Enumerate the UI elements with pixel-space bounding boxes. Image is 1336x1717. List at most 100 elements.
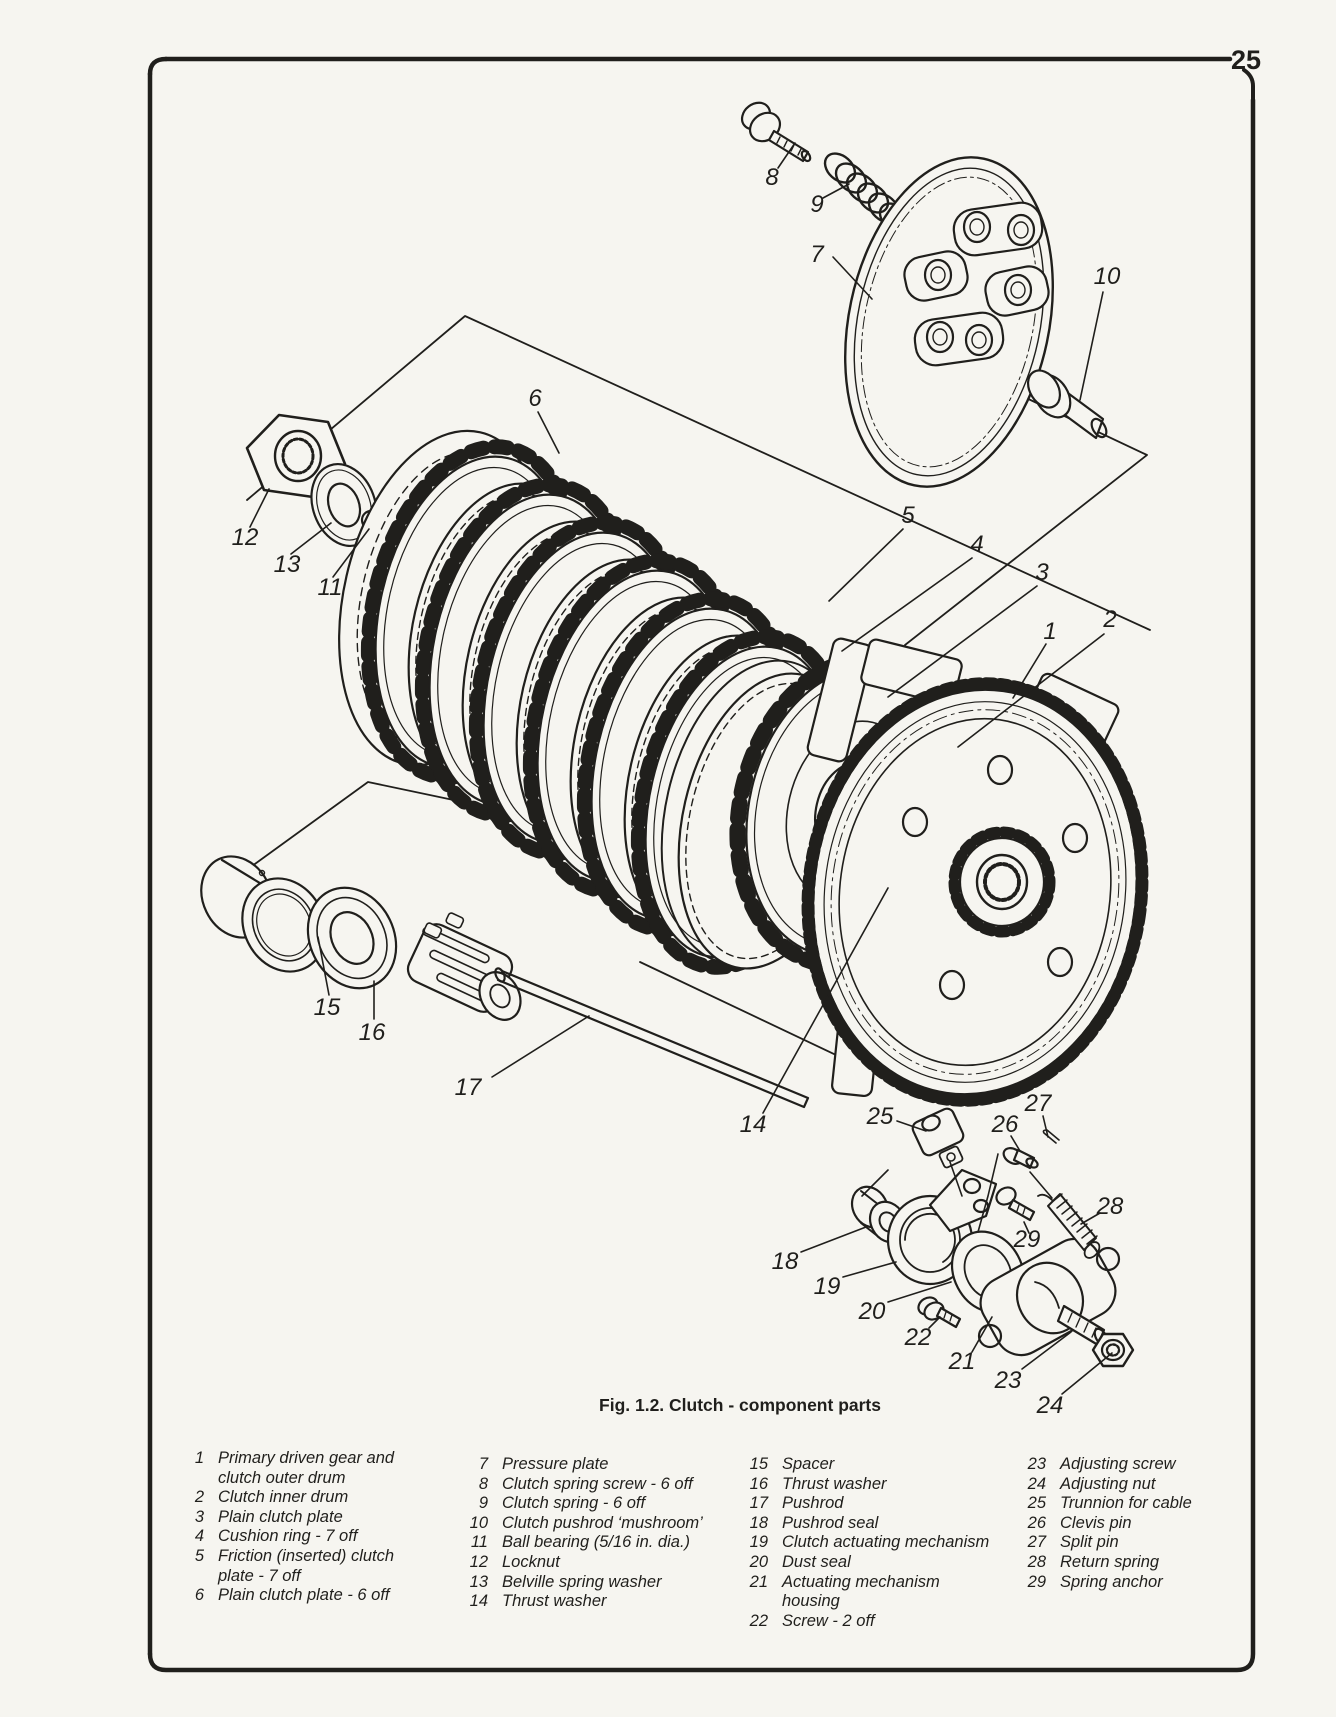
actuating-housing [977, 1237, 1121, 1357]
callout-8: 8 [765, 164, 779, 191]
legend-item-1: 1 Primary driven gear and clutch outer dr… [162, 1449, 437, 1488]
thrust-washer-16 [306, 886, 398, 990]
callout-28: 28 [1096, 1193, 1124, 1220]
legend-item-number: 27 [1027, 1533, 1046, 1552]
callout-14: 14 [739, 1111, 767, 1138]
callout-25: 25 [866, 1103, 894, 1130]
callout-21: 21 [948, 1348, 976, 1375]
legend-item-number: 2 [194, 1488, 204, 1507]
legend-item-label: Clutch inner drum [218, 1488, 349, 1507]
callout-29: 29 [1013, 1226, 1041, 1253]
legend-item-number: 26 [1027, 1513, 1046, 1532]
callout-19: 19 [813, 1273, 841, 1300]
legend-item-number: 12 [469, 1552, 488, 1571]
callout-11: 11 [317, 574, 343, 601]
legend-item-label: Spacer [782, 1455, 835, 1473]
return-spring [1037, 1193, 1101, 1259]
callout-13: 13 [273, 551, 301, 578]
legend-item-number: 19 [749, 1533, 768, 1552]
page-number: 25 [1231, 45, 1262, 75]
callout-12: 12 [231, 524, 259, 551]
legend-item-number: 23 [1027, 1455, 1046, 1473]
legend-item-12: 12 Locknut [446, 1553, 726, 1573]
legend-item-label: Thrust washer [782, 1474, 887, 1493]
legend-item-label: Pushrod seal [782, 1513, 879, 1532]
legend-item-number: 1 [194, 1449, 204, 1467]
legend-item-4: 4 Cushion ring - 7 off [162, 1527, 437, 1547]
splined-coupler [406, 912, 522, 1021]
legend-item-label: Plain clutch plate - 6 off [218, 1586, 390, 1605]
legend-item-number: 22 [749, 1611, 768, 1630]
legend-item-label: Primary driven gear and clutch outer dru… [218, 1449, 395, 1487]
legend-item-29: 29 Spring anchor [1004, 1573, 1264, 1593]
adjusting-screw [1056, 1304, 1109, 1347]
legend-item-number: 14 [469, 1592, 488, 1611]
legend-item-3: 3 Plain clutch plate [162, 1508, 437, 1528]
screw-22 [917, 1296, 962, 1329]
legend-item-label: Plain clutch plate [218, 1507, 343, 1526]
callout-7: 7 [810, 241, 824, 268]
legend-item-label: Spring anchor [1060, 1572, 1163, 1591]
legend-item-number: 4 [194, 1527, 204, 1546]
legend-item-16: 16 Thrust washer [726, 1475, 1006, 1495]
callout-3: 3 [1035, 559, 1049, 586]
callout-2: 2 [1103, 606, 1117, 633]
legend-item-number: 7 [478, 1455, 488, 1473]
legend-item-number: 16 [749, 1474, 768, 1493]
legend-item-11: 11 Ball bearing (5/16 in. dia.) [446, 1533, 726, 1553]
primary-driven-gear [801, 677, 1149, 1107]
callout-10: 10 [1093, 263, 1121, 290]
legend-item-label: Return spring [1060, 1552, 1160, 1571]
legend-item-label: Adjusting screw [1060, 1455, 1176, 1473]
legend-item-23: 23 Adjusting screw [1004, 1455, 1264, 1475]
legend-item-number: 29 [1027, 1572, 1046, 1591]
legend-item-number: 10 [469, 1513, 488, 1532]
callout-27: 27 [1024, 1090, 1052, 1117]
legend-item-number: 8 [478, 1474, 488, 1493]
legend-item-number: 21 [749, 1572, 768, 1591]
callout-4: 4 [970, 531, 984, 558]
legend-item-label: Clutch spring screw - 6 off [502, 1474, 693, 1493]
legend-item-label: Cushion ring - 7 off [218, 1527, 358, 1546]
callout-6: 6 [528, 385, 542, 412]
clevis-pin [1002, 1147, 1039, 1170]
legend-item-label: Adjusting nut [1060, 1474, 1156, 1493]
callout-24: 24 [1036, 1392, 1064, 1419]
callout-17: 17 [454, 1074, 482, 1101]
callout-18: 18 [771, 1248, 799, 1275]
spring-anchor [995, 1186, 1036, 1222]
figure-caption: Fig. 1.2. Clutch - component parts [599, 1395, 881, 1415]
legend-item-label: Clutch spring - 6 off [502, 1494, 646, 1513]
legend-item-label: Thrust washer [502, 1592, 607, 1611]
legend-item-number: 3 [194, 1507, 204, 1526]
legend-item-number: 13 [469, 1572, 488, 1591]
callout-9: 9 [810, 191, 824, 218]
leader-lines [249, 142, 1113, 1395]
pressure-plate-boss-holes [923, 210, 1036, 357]
legend-item-label: Clevis pin [1060, 1513, 1132, 1532]
legend-item-number: 15 [749, 1455, 768, 1473]
legend-item-label: Ball bearing (5/16 in. dia.) [502, 1533, 691, 1552]
legend-item-15: 15 Spacer [726, 1455, 1006, 1475]
legend-item-number: 5 [194, 1546, 204, 1565]
legend-item-label: Locknut [502, 1552, 560, 1571]
legend-item-number: 11 [470, 1533, 488, 1552]
callout-22: 22 [904, 1324, 932, 1351]
actuating-mechanism [886, 1168, 998, 1286]
legend-item-number: 17 [749, 1494, 768, 1513]
